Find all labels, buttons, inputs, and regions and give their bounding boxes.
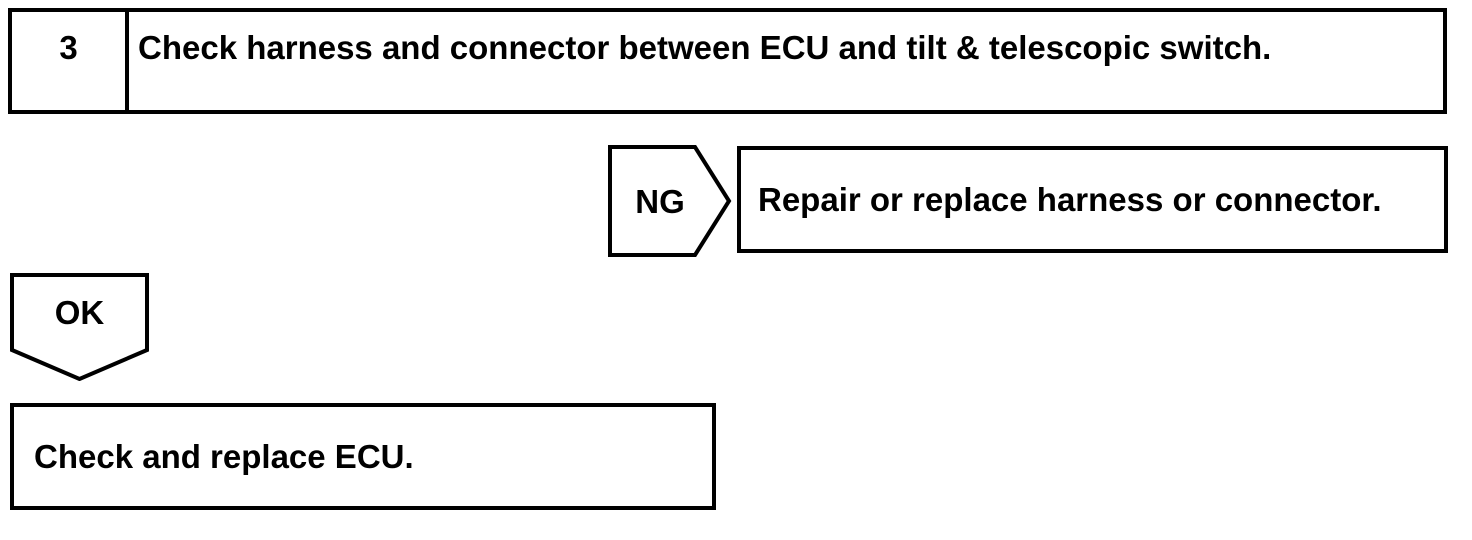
ok-connector: OK (10, 273, 149, 381)
step-instruction: Check harness and connector between ECU … (138, 29, 1272, 66)
ng-label: NG (635, 182, 685, 220)
step-box: 3 Check harness and connector between EC… (8, 8, 1447, 114)
ng-action-box: Repair or replace harness or connector. (737, 146, 1448, 253)
ng-action-text: Repair or replace harness or connector. (758, 180, 1382, 218)
ok-pentagon-shape (10, 273, 149, 381)
ok-label: OK (54, 293, 105, 331)
ok-action-text: Check and replace ECU. (34, 437, 414, 475)
step-number: 3 (12, 12, 129, 110)
ok-action-box: Check and replace ECU. (10, 403, 716, 510)
ng-pentagon-shape (608, 145, 732, 257)
ng-connector: NG (608, 145, 732, 257)
